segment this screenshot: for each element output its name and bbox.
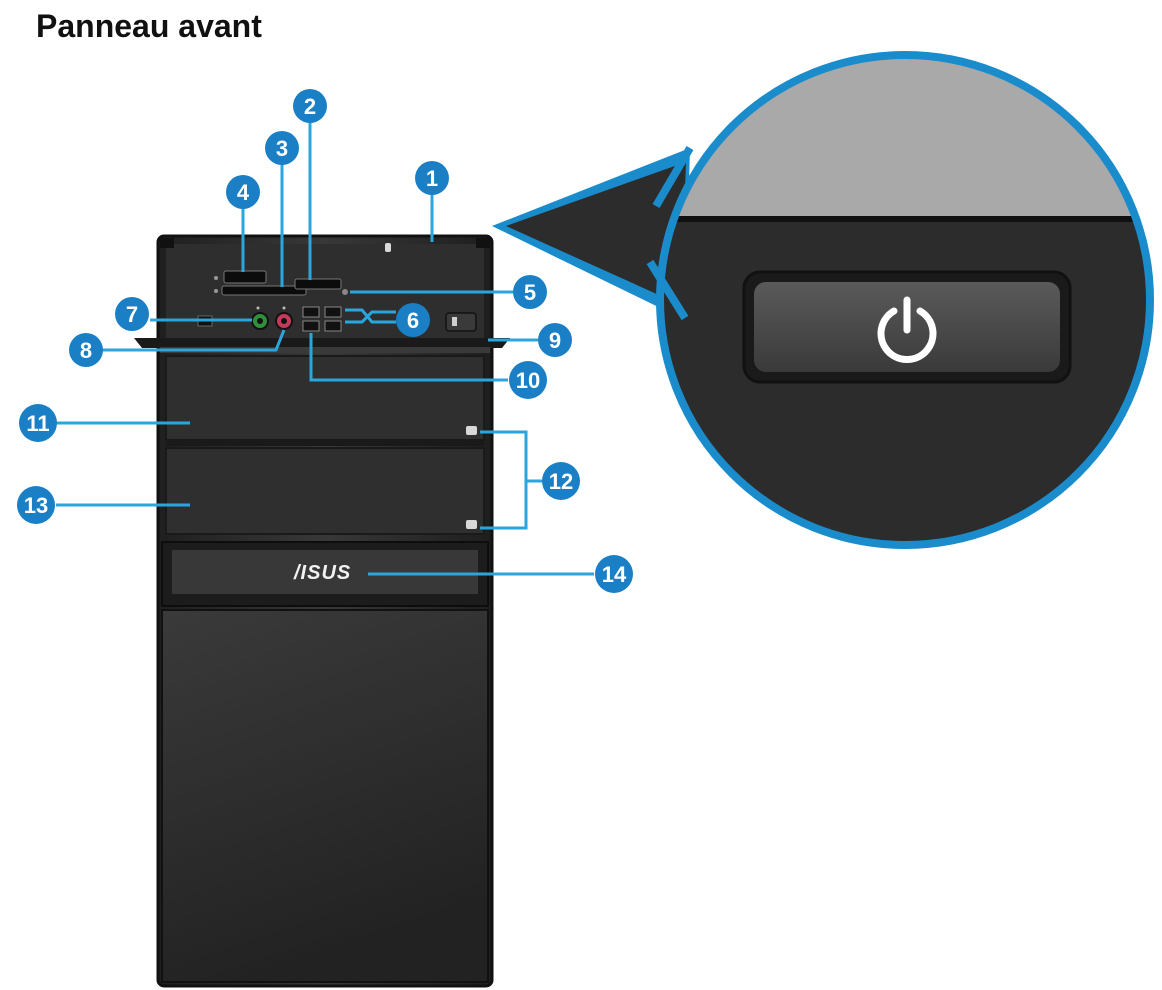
svg-text:5: 5	[524, 280, 536, 305]
lower-front-panel	[161, 609, 489, 983]
callout-2: 2	[293, 89, 327, 123]
callout-9: 9	[538, 323, 572, 357]
optical-bay-lower	[165, 447, 485, 535]
card-slot-4	[223, 270, 267, 284]
svg-text:10: 10	[516, 368, 540, 393]
svg-text:9: 9	[549, 328, 561, 353]
svg-text:13: 13	[24, 493, 48, 518]
leader-lines	[56, 118, 594, 576]
page-title: Panneau avant	[36, 8, 262, 44]
callout-3: 3	[265, 131, 299, 165]
power-icon	[877, 296, 937, 363]
callout-11: 11	[19, 404, 57, 442]
svg-text:11: 11	[26, 411, 49, 436]
asus-logo: /ISUS	[293, 562, 351, 584]
callout-13: 13	[17, 486, 55, 524]
svg-text:7: 7	[126, 302, 138, 327]
svg-text:3: 3	[276, 136, 288, 161]
power-button-zoom	[492, 51, 1154, 549]
callout-14: 14	[595, 555, 633, 593]
callout-5: 5	[513, 275, 547, 309]
eject-button	[466, 520, 477, 529]
svg-text:8: 8	[80, 338, 92, 363]
pc-tower: /ISUS	[134, 234, 510, 988]
callout-7: 7	[115, 297, 149, 331]
callout-10: 10	[509, 361, 547, 399]
eject-button	[466, 426, 477, 435]
power-button	[445, 312, 477, 332]
callout-12: 12	[542, 462, 580, 500]
svg-text:12: 12	[549, 469, 573, 494]
hdd-led	[342, 289, 348, 295]
card-slot-2	[294, 278, 342, 290]
usb-port	[302, 306, 320, 318]
optical-bay-upper	[165, 355, 485, 441]
callout-1: 1	[415, 161, 449, 195]
svg-text:6: 6	[407, 308, 419, 333]
card-slot-3	[221, 285, 307, 296]
usb-port	[324, 320, 342, 332]
callout-4: 4	[226, 175, 260, 209]
usb-port	[324, 306, 342, 318]
callout-6: 6	[396, 303, 430, 337]
usb-port	[302, 320, 320, 332]
front-ledge	[134, 338, 510, 348]
svg-text:1: 1	[426, 166, 438, 191]
svg-text:2: 2	[304, 94, 316, 119]
callout-8: 8	[69, 333, 103, 367]
svg-text:4: 4	[237, 180, 250, 205]
svg-text:14: 14	[602, 562, 627, 587]
